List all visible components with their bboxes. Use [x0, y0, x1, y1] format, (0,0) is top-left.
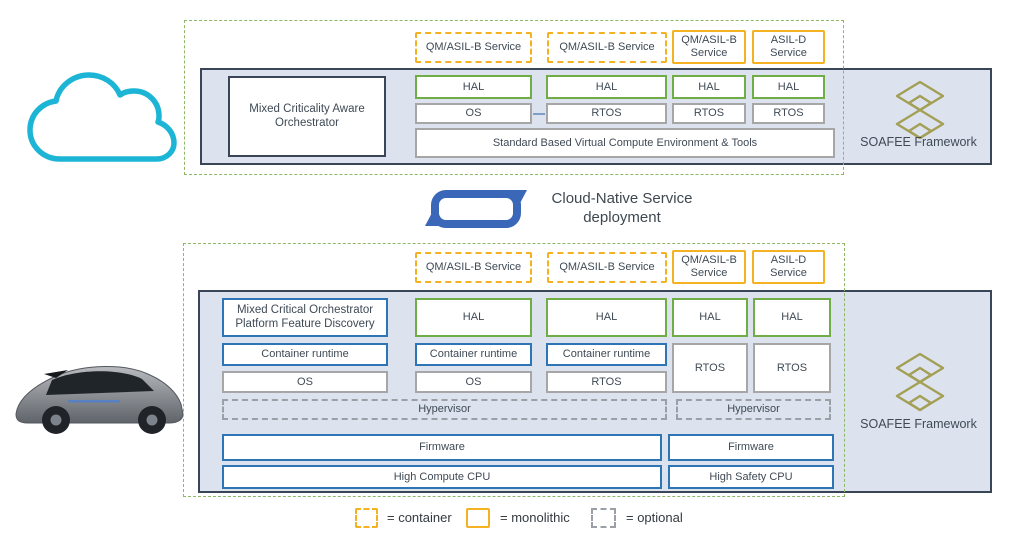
legend-monolithic-label: = monolithic — [500, 510, 570, 525]
legend-optional-swatch — [591, 508, 616, 528]
vehicle-service-qm-asilb-3: QM/ASIL-B Service — [672, 250, 746, 284]
cycle-arrows-icon — [425, 190, 527, 228]
cloud-service-qm-asilb-2: QM/ASIL-B Service — [547, 32, 667, 63]
cloud-rtos-2: RTOS — [672, 103, 746, 124]
cloud-rtos-1: RTOS — [546, 103, 667, 124]
vehicle-service-asild: ASIL-D Service — [752, 250, 825, 284]
legend-monolithic-swatch — [466, 508, 490, 528]
cloud-hal-1: HAL — [415, 75, 532, 99]
legend-container-label: = container — [387, 510, 452, 525]
vehicle-hal-2: HAL — [546, 298, 667, 337]
cloud-native-deployment-caption: Cloud-Native Service deployment — [551, 190, 693, 226]
os-rtos-connector — [533, 113, 545, 115]
virtual-compute-environment-bar: Standard Based Virtual Compute Environme… — [415, 128, 835, 158]
hypervisor-left: Hypervisor — [222, 399, 667, 420]
cloud-service-qm-asilb-1: QM/ASIL-B Service — [415, 32, 532, 63]
soafee-framework-label-bottom: SOAFEE Framework — [860, 417, 977, 431]
vehicle-image — [15, 366, 184, 434]
legend-container-swatch — [355, 508, 378, 528]
firmware-right: Firmware — [668, 434, 834, 461]
cloud-service-asild: ASIL-D Service — [752, 30, 825, 64]
cloud-hal-4: HAL — [752, 75, 825, 99]
high-compute-cpu: High Compute CPU — [222, 465, 662, 489]
container-runtime-2: Container runtime — [415, 343, 532, 366]
high-safety-cpu: High Safety CPU — [668, 465, 834, 489]
cloud-service-qm-asilb-3: QM/ASIL-B Service — [672, 30, 746, 64]
vehicle-rtos-tall-1: RTOS — [672, 343, 748, 393]
vehicle-hal-4: HAL — [753, 298, 831, 337]
vehicle-os-1: OS — [222, 371, 388, 393]
layered-diamonds-icon — [895, 352, 945, 412]
cloud-orchestrator-box: Mixed Criticality Aware Orchestrator — [228, 76, 386, 157]
legend-optional-label: = optional — [626, 510, 683, 525]
cloud-hal-2: HAL — [546, 75, 667, 99]
cloud-icon — [27, 72, 177, 162]
container-runtime-3: Container runtime — [546, 343, 667, 366]
vehicle-hal-1: HAL — [415, 298, 532, 337]
vehicle-service-qm-asilb-2: QM/ASIL-B Service — [547, 252, 667, 283]
vehicle-orchestrator-box: Mixed Critical Orchestrator Platform Fea… — [222, 298, 388, 337]
vehicle-hal-3: HAL — [672, 298, 748, 337]
vehicle-service-qm-asilb-1: QM/ASIL-B Service — [415, 252, 532, 283]
cloud-hal-3: HAL — [672, 75, 746, 99]
vehicle-rtos-3: RTOS — [546, 371, 667, 393]
firmware-left: Firmware — [222, 434, 662, 461]
hypervisor-right: Hypervisor — [676, 399, 831, 420]
container-runtime-1: Container runtime — [222, 343, 388, 366]
layered-diamonds-icon — [895, 80, 945, 140]
cloud-os: OS — [415, 103, 532, 124]
cloud-rtos-3: RTOS — [752, 103, 825, 124]
soafee-framework-label-top: SOAFEE Framework — [860, 135, 977, 149]
vehicle-os-2: OS — [415, 371, 532, 393]
vehicle-rtos-tall-2: RTOS — [753, 343, 831, 393]
